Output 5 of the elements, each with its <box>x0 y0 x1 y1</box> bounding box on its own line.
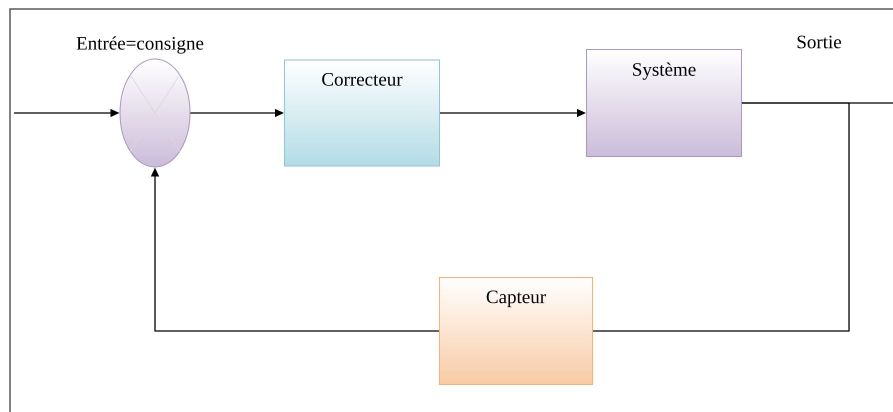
process-box: Système <box>586 49 742 157</box>
process-box: Correcteur <box>284 60 440 166</box>
process-box: Capteur <box>439 277 593 385</box>
signal-label: Sortie <box>798 36 842 48</box>
summing-junction <box>120 58 190 168</box>
